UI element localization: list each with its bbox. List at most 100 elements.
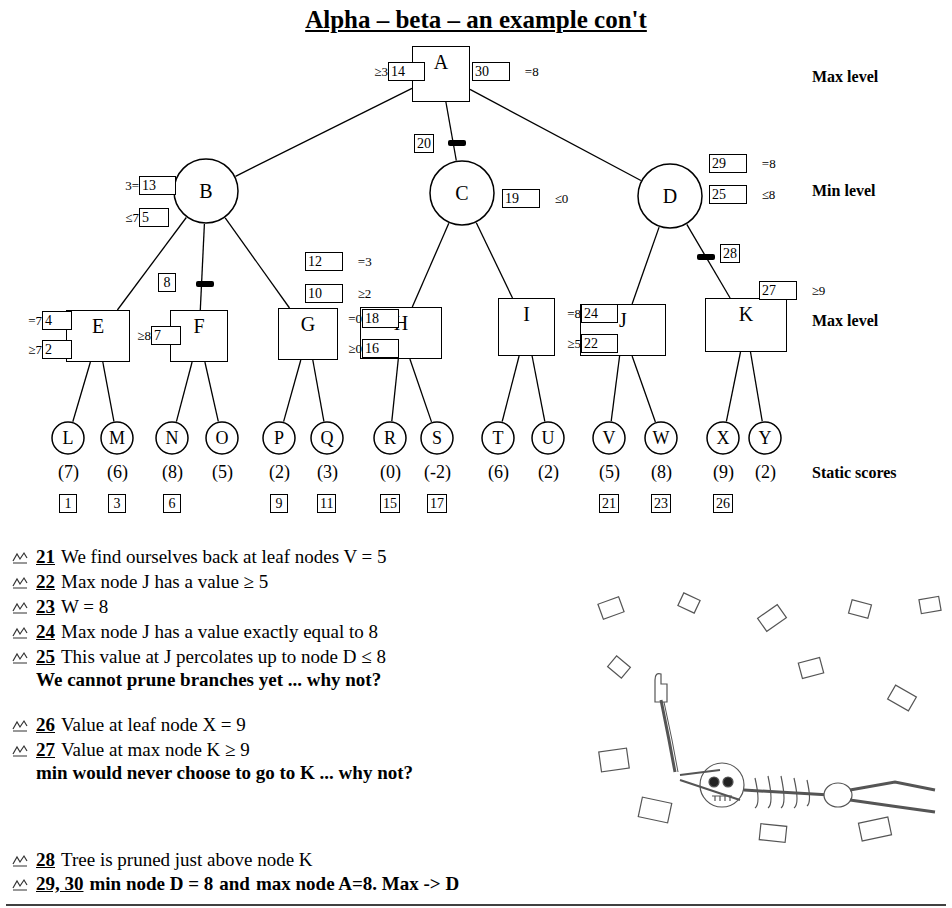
node-label: X bbox=[717, 428, 730, 449]
callout-box: 133= bbox=[139, 176, 176, 195]
node-circle: N bbox=[155, 421, 189, 455]
static-score: (6) bbox=[488, 462, 509, 483]
node-label: 12 bbox=[308, 254, 322, 269]
node-label: 9 bbox=[276, 496, 283, 511]
node-label: 11 bbox=[320, 496, 333, 511]
max-node-box: I bbox=[498, 298, 555, 356]
node-label: S bbox=[432, 428, 442, 449]
node-label: 10 bbox=[308, 286, 322, 301]
bullet-icons bbox=[13, 553, 27, 890]
step-number: 29, 30 bbox=[36, 873, 84, 895]
tree-edge bbox=[284, 360, 301, 422]
tree-edge bbox=[502, 356, 519, 422]
node-label: 17 bbox=[430, 496, 444, 511]
node-label: 26 bbox=[716, 496, 730, 511]
node-circle: C bbox=[429, 160, 495, 226]
note-line: 23 W = 8 bbox=[36, 596, 114, 618]
callout-box: 24=8 bbox=[581, 304, 618, 323]
node-label: 16 bbox=[365, 341, 379, 356]
node-label: 27 bbox=[762, 283, 776, 298]
tree-edge bbox=[200, 224, 204, 310]
tree-edge bbox=[751, 352, 763, 421]
node-label: M bbox=[109, 428, 125, 449]
bound-annotation: =8 bbox=[525, 64, 539, 79]
tree-edge bbox=[103, 362, 114, 421]
note-line: 24Max node J has a value exactly equal t… bbox=[36, 621, 384, 643]
node-label: 30 bbox=[475, 64, 489, 79]
step-number: 23 bbox=[36, 596, 55, 618]
level-label: Static scores bbox=[812, 464, 897, 482]
node-label: A bbox=[434, 51, 448, 73]
callout-box: 28 bbox=[720, 244, 740, 263]
node-label: J bbox=[619, 309, 627, 331]
step-number: 24 bbox=[36, 621, 55, 643]
tree-edge bbox=[476, 223, 512, 298]
static-score: (3) bbox=[317, 462, 338, 483]
bound-annotation: ≥2 bbox=[358, 286, 372, 301]
note-text: This value at J percolates up to node D … bbox=[61, 646, 386, 668]
note-text: We cannot prune branches yet ... why not… bbox=[36, 669, 381, 691]
level-label: Min level bbox=[812, 182, 876, 200]
callout-box: 19≤0 bbox=[502, 189, 540, 208]
node-circle: Y bbox=[748, 421, 782, 455]
node-label: 24 bbox=[584, 306, 598, 321]
skeleton-picture bbox=[598, 593, 941, 842]
node-label: 18 bbox=[365, 311, 379, 326]
tree-edge bbox=[392, 359, 399, 421]
node-label: 8 bbox=[164, 275, 171, 290]
tree-edge bbox=[412, 223, 449, 307]
static-score: (7) bbox=[58, 462, 79, 483]
callout-box: 15 bbox=[380, 494, 400, 513]
node-label: G bbox=[301, 313, 315, 335]
note-line: 27Value at max node K ≥ 9 bbox=[36, 739, 256, 761]
node-circle: P bbox=[262, 421, 296, 455]
callout-box: 10≥2 bbox=[305, 284, 343, 303]
bound-annotation: =8 bbox=[762, 156, 776, 171]
node-label: 23 bbox=[654, 496, 668, 511]
node-label: 21 bbox=[602, 496, 616, 511]
static-score: (8) bbox=[162, 462, 183, 483]
max-node-box: E bbox=[66, 310, 130, 362]
note-text: min would never choose to go to K ... wh… bbox=[36, 762, 413, 784]
callout-box: 9 bbox=[270, 494, 288, 513]
bound-annotation: =8 bbox=[567, 306, 581, 321]
static-score: (2) bbox=[269, 462, 290, 483]
tree-edge bbox=[532, 356, 545, 421]
static-score: (0) bbox=[380, 462, 401, 483]
bound-annotation: =7 bbox=[28, 313, 42, 328]
bound-annotation: ≤8 bbox=[762, 187, 776, 202]
callout-box: 7≥8 bbox=[151, 326, 181, 345]
callout-box: 23 bbox=[651, 494, 671, 513]
callout-box: 29=8 bbox=[709, 154, 747, 173]
prune-marks bbox=[196, 140, 715, 287]
static-score: (5) bbox=[599, 462, 620, 483]
step-number: 26 bbox=[36, 714, 55, 736]
bottom-rule bbox=[6, 904, 946, 906]
callout-box: 17 bbox=[427, 494, 447, 513]
tree-edge bbox=[410, 359, 432, 422]
note-text: Value at leaf node X = 9 bbox=[61, 714, 246, 736]
node-circle: L bbox=[51, 421, 85, 455]
static-score: (-2) bbox=[424, 462, 451, 483]
note-text: Value at max node K ≥ 9 bbox=[61, 739, 250, 761]
callout-box: 16≥0 bbox=[362, 339, 399, 358]
note-line: 25This value at J percolates up to node … bbox=[36, 646, 392, 668]
node-label: N bbox=[166, 428, 179, 449]
bound-annotation: ≥8 bbox=[137, 328, 151, 343]
level-label: Max level bbox=[812, 68, 878, 86]
node-circle: B bbox=[173, 158, 239, 224]
node-circle: M bbox=[100, 421, 134, 455]
node-label: 28 bbox=[723, 246, 737, 261]
bound-annotation: ≥5 bbox=[567, 336, 581, 351]
title-text: Alpha – beta – an example con't bbox=[0, 6, 952, 34]
node-label: 6 bbox=[169, 496, 176, 511]
callout-box: 18=0 bbox=[362, 309, 399, 328]
max-node-box: K bbox=[705, 298, 787, 352]
note-text: W = 8 bbox=[61, 596, 108, 618]
bound-annotation: ≥0 bbox=[348, 341, 362, 356]
node-circle: T bbox=[481, 421, 515, 455]
note-text: Tree is pruned just above node K bbox=[61, 849, 313, 871]
node-label: C bbox=[455, 182, 468, 205]
node-label: U bbox=[542, 428, 555, 449]
note-text: min node D = 8 bbox=[90, 873, 214, 895]
